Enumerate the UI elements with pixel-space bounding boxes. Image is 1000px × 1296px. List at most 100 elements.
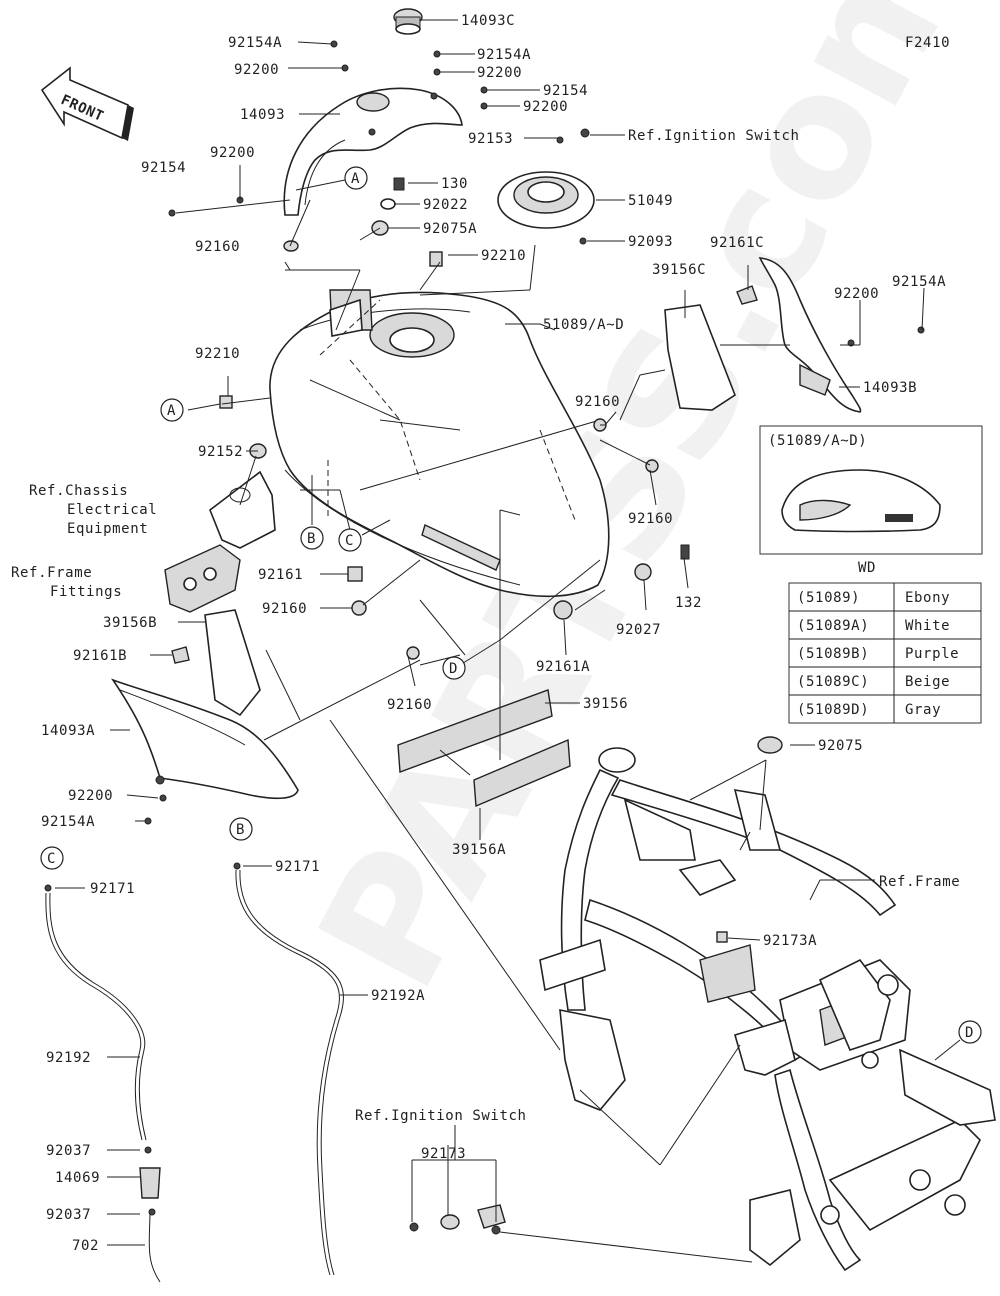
part-label: 92075	[818, 738, 863, 754]
grommet-92161c	[736, 285, 758, 305]
color-variant-inset: (51089/A~D) WD	[759, 425, 983, 576]
table-color: Gray	[905, 702, 941, 718]
frame	[539, 747, 996, 1272]
part-label: 92037	[46, 1143, 91, 1159]
hardware-bolts	[144, 40, 925, 825]
part-label: 92160	[195, 239, 240, 255]
pads-39156	[397, 689, 571, 808]
inset-caption: WD	[858, 560, 876, 576]
fuel-tank-51089	[269, 289, 610, 598]
grommet-92161b	[171, 646, 190, 664]
ref-label: Ref.Frame	[11, 565, 92, 581]
part-label: 92160	[628, 511, 673, 527]
part-label: 92160	[387, 697, 432, 713]
part-label: 92154A	[41, 814, 95, 830]
part-label: 132	[675, 595, 702, 611]
part-label: 92160	[262, 601, 307, 617]
part-label: 92154A	[892, 274, 946, 290]
svg-text:D: D	[449, 661, 458, 677]
color-table: (51089) Ebony (51089A) White (51089B) Pu…	[788, 582, 982, 724]
part-label: 92022	[423, 197, 468, 213]
ref-label: Equipment	[67, 521, 148, 537]
part-label: 92173	[421, 1146, 466, 1162]
part-label: 51049	[628, 193, 673, 209]
marker-d-tank: D	[442, 656, 466, 680]
part-label: 92160	[575, 394, 620, 410]
marker-c-tank: C	[338, 528, 362, 552]
marker-b-hose: B	[229, 817, 253, 841]
part-label: 92161C	[710, 235, 764, 251]
ref-label: Fittings	[50, 584, 122, 600]
ref-label: Ref.Ignition Switch	[355, 1108, 527, 1124]
part-label: 92154A	[477, 47, 531, 63]
svg-text:D: D	[965, 1025, 974, 1041]
part-label: 92161	[258, 567, 303, 583]
cap-14093c	[393, 8, 423, 35]
part-label: 92200	[523, 99, 568, 115]
table-color: Beige	[905, 674, 950, 690]
part-label: 39156C	[652, 262, 706, 278]
part-label: 92192A	[371, 988, 425, 1004]
part-label: 51089/A~D	[543, 317, 624, 333]
part-label: 39156A	[452, 842, 506, 858]
marker-d-frame: D	[958, 1020, 982, 1044]
marker-c-hose: C	[40, 846, 64, 870]
part-label: 92210	[481, 248, 526, 264]
part-label: 702	[72, 1238, 99, 1254]
part-label: 92200	[210, 145, 255, 161]
part-label: 14093	[240, 107, 285, 123]
hose-92171-c	[44, 884, 161, 1283]
table-color: Purple	[905, 646, 959, 662]
svg-text:A: A	[351, 171, 360, 187]
part-label: 92200	[834, 286, 879, 302]
part-label: 92173A	[763, 933, 817, 949]
part-label: 14093A	[41, 723, 95, 739]
frame-fittings-bracket	[164, 544, 241, 613]
hose-92171-b	[233, 862, 344, 1276]
table-code: (51089D)	[797, 702, 869, 718]
marker-b-tank: B	[300, 526, 324, 550]
table-code: (51089A)	[797, 618, 869, 634]
ref-label: Ref.Chassis	[29, 483, 128, 499]
marker-a-top: A	[344, 166, 368, 190]
table-color: White	[905, 618, 950, 634]
part-label: 92093	[628, 234, 673, 250]
pad-39156c	[664, 304, 736, 411]
part-label: 92210	[195, 346, 240, 362]
front-arrow-icon: FRONT	[40, 66, 134, 141]
ref-label: Ref.Frame	[879, 874, 960, 890]
inset-title: (51089/A~D)	[768, 433, 867, 449]
part-label: 92153	[468, 131, 513, 147]
part-label: 92027	[616, 622, 661, 638]
leader-lines	[55, 19, 961, 1263]
svg-text:B: B	[236, 822, 245, 838]
part-label: 92200	[68, 788, 113, 804]
part-label: 92152	[198, 444, 243, 460]
ref-label: Ref.Ignition Switch	[628, 128, 800, 144]
table-code: (51089B)	[797, 646, 869, 662]
part-label: 92161B	[73, 648, 127, 664]
part-labels: 14093C 92154A 92154A 92200 92200 92154 9…	[11, 13, 960, 1254]
svg-text:B: B	[307, 531, 316, 547]
figure-code: F2410	[905, 35, 950, 51]
fuel-cap-51049	[497, 128, 595, 245]
ignition-switch-parts	[409, 1204, 506, 1235]
part-label: 92075A	[423, 221, 477, 237]
part-label: 92171	[90, 881, 135, 897]
part-label: 14093B	[863, 380, 917, 396]
table-color: Ebony	[905, 590, 950, 606]
part-label: 92161A	[536, 659, 590, 675]
marker-a-left: A	[160, 398, 184, 422]
pad-39156b	[204, 609, 261, 717]
table-code: (51089)	[797, 590, 860, 606]
part-label: 92200	[234, 62, 279, 78]
part-label: 130	[441, 176, 468, 192]
chassis-electrical-bracket	[209, 470, 276, 549]
part-label: 92154A	[228, 35, 282, 51]
side-cover-14093a	[110, 678, 299, 800]
part-label: 92200	[477, 65, 522, 81]
part-label: 92171	[275, 859, 320, 875]
part-label: 14093C	[461, 13, 515, 29]
